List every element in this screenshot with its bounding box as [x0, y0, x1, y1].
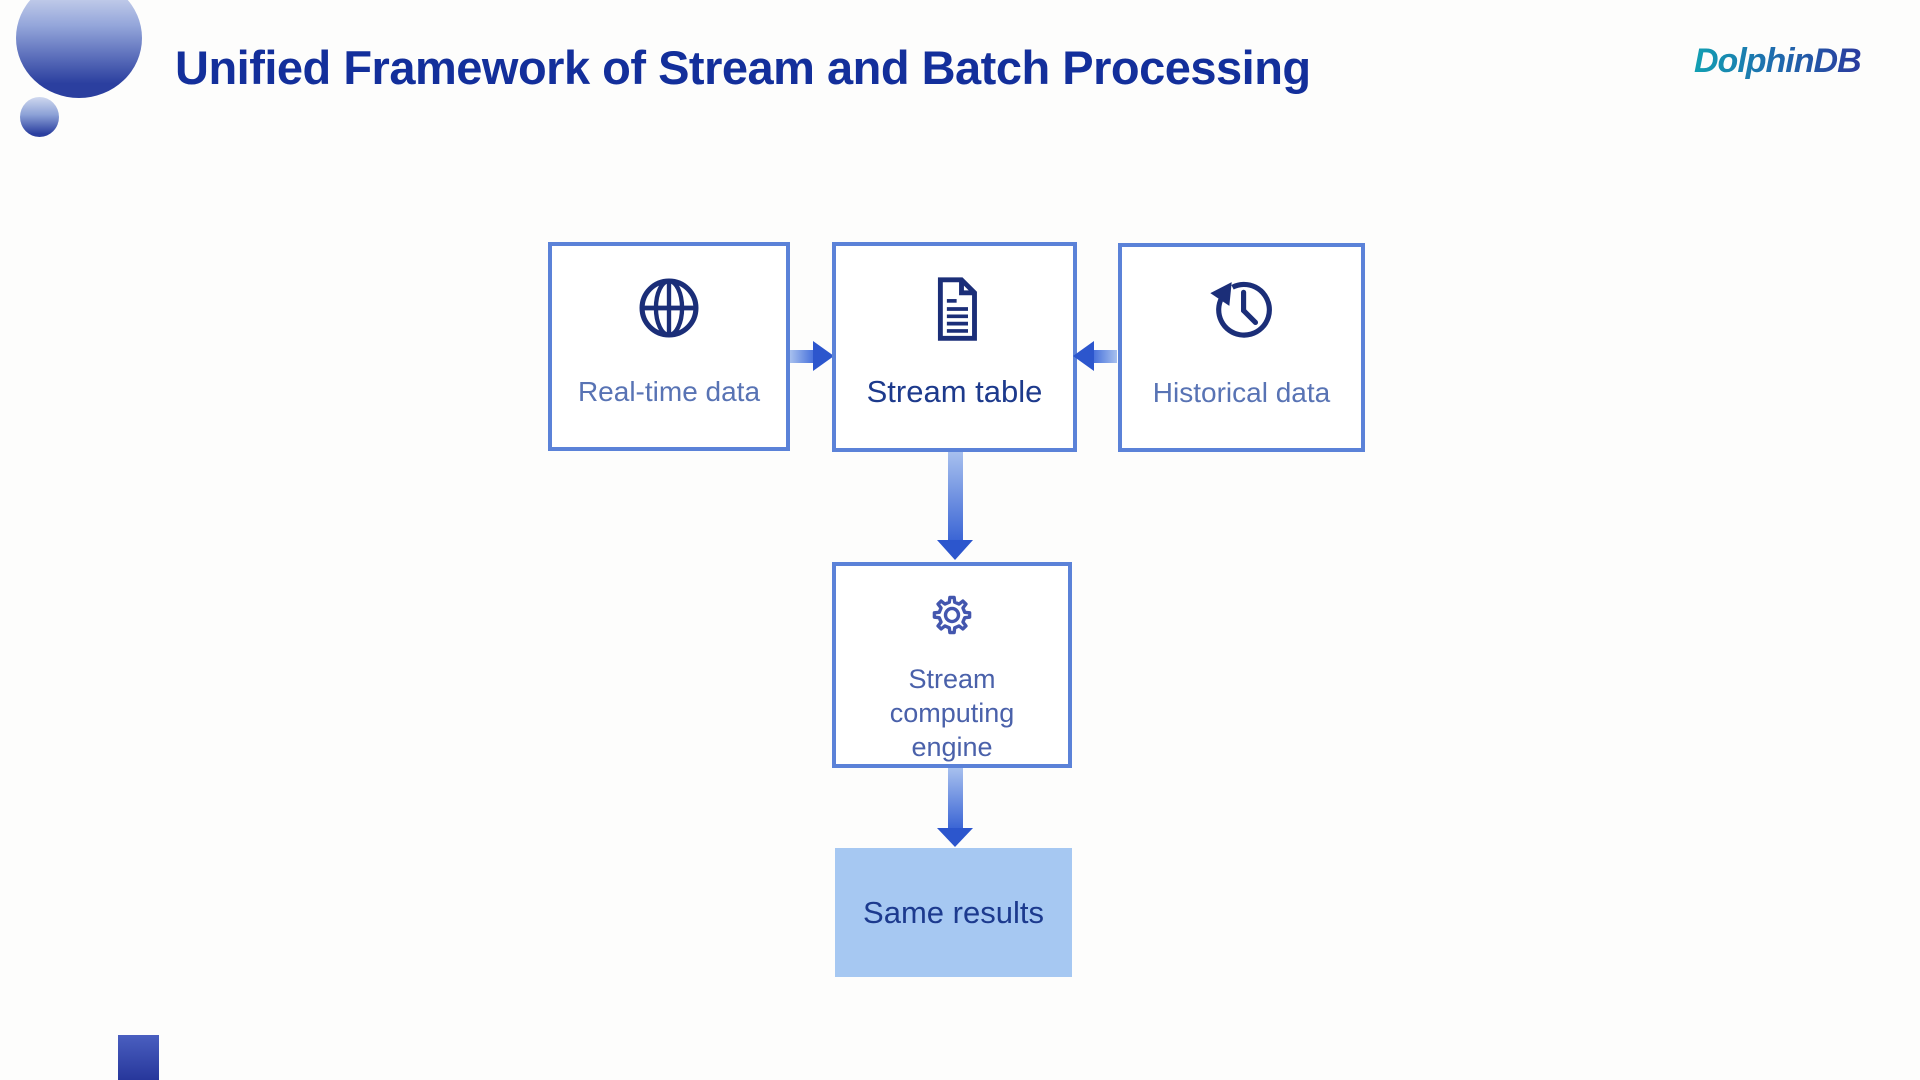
node-historical-data: Historical data	[1118, 243, 1365, 452]
decoration-corner-bar	[118, 1035, 159, 1080]
node-label: Historical data	[1152, 377, 1331, 408]
node-stream-table: Stream table	[832, 242, 1077, 452]
gear-icon	[932, 595, 972, 635]
node-realtime-data: Real-time data	[548, 242, 790, 451]
arrow-engine-to-results-icon	[937, 768, 973, 847]
node-stream-computing-engine: Stream computing engine	[832, 562, 1072, 768]
document-icon	[937, 277, 977, 341]
arrow-historical-to-streamtable-icon	[1073, 341, 1117, 371]
node-label: Real-time data	[577, 376, 761, 407]
arrow-streamtable-to-engine-icon	[937, 452, 973, 560]
decoration-circle-large	[16, 0, 142, 98]
node-label: Stream table	[866, 374, 1043, 409]
arrow-realtime-to-streamtable-icon	[790, 341, 834, 371]
dolphindb-logo: DolphinDB	[1694, 42, 1862, 80]
globe-icon	[639, 278, 699, 338]
node-label: Same results	[863, 894, 1044, 930]
node-same-results: Same results	[835, 848, 1072, 977]
node-label: Stream computing engine	[889, 664, 1015, 762]
history-clock-icon	[1209, 281, 1272, 338]
decoration-circle-small	[20, 97, 59, 137]
page-title: Unified Framework of Stream and Batch Pr…	[175, 41, 1311, 94]
